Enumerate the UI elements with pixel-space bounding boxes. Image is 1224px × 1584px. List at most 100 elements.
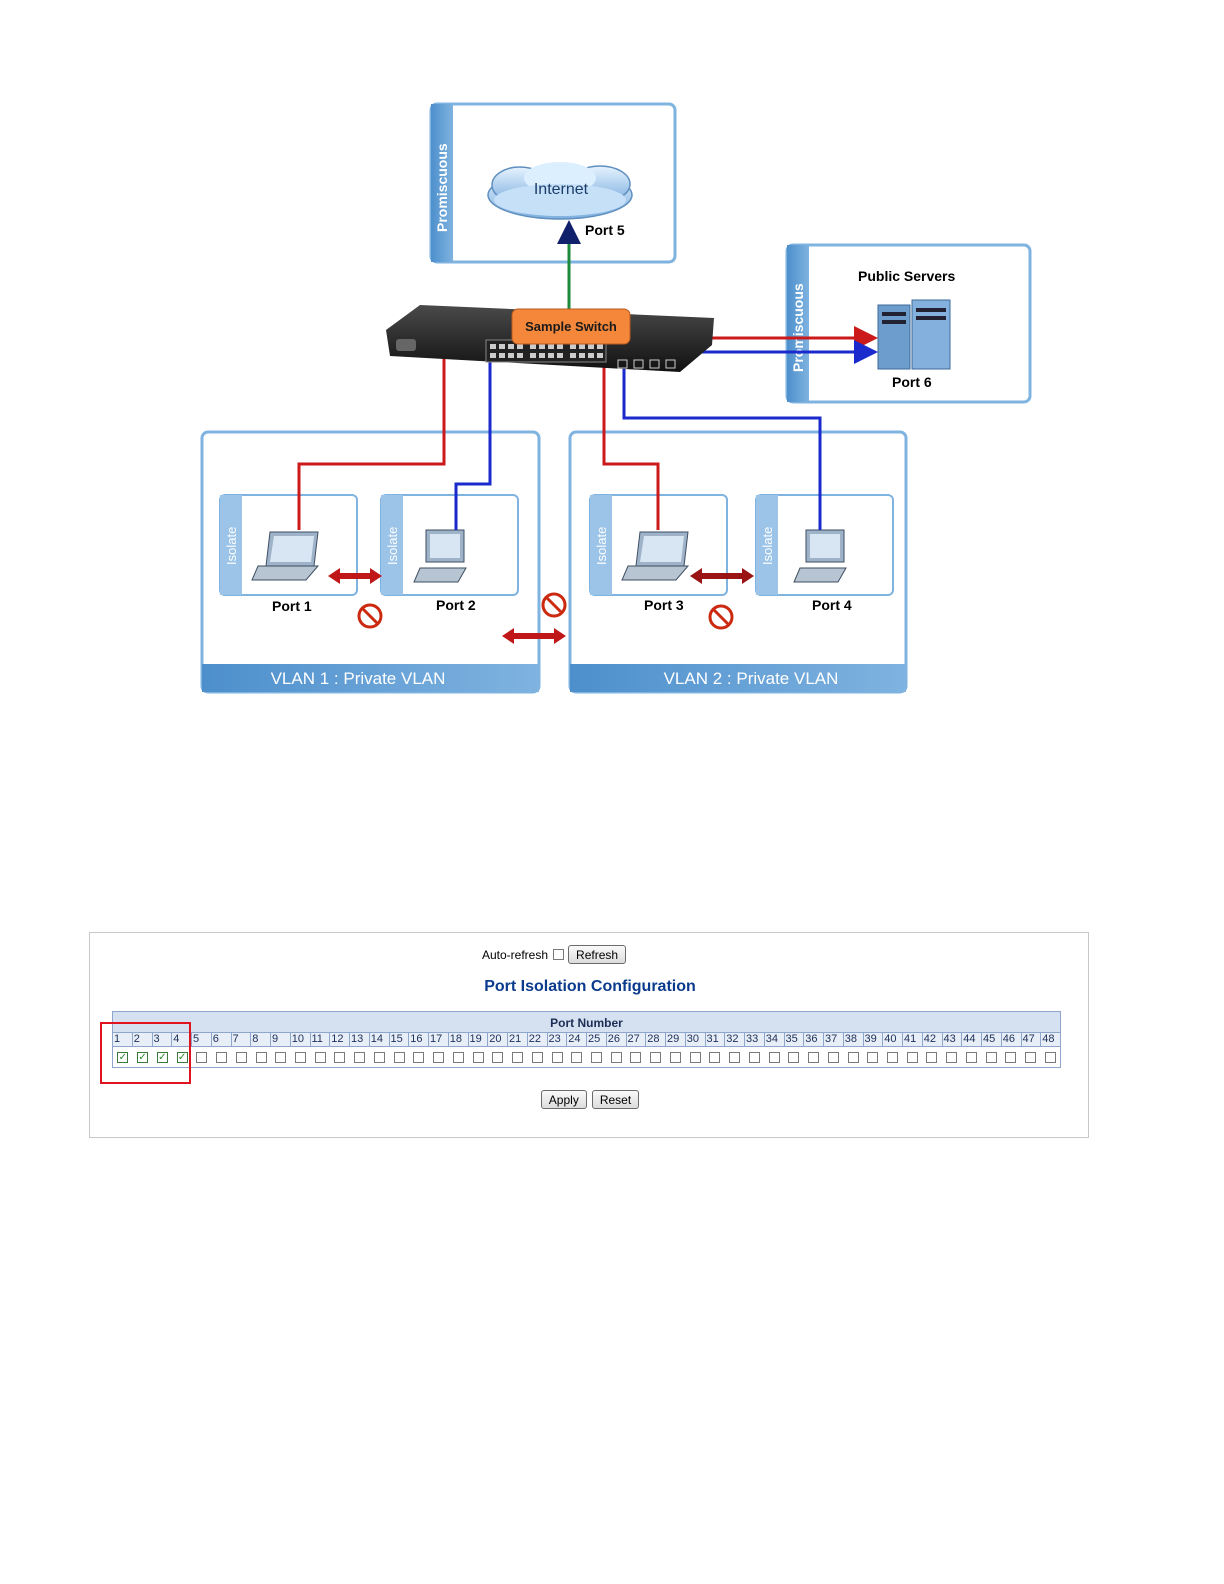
port-checkbox-cell (981, 1047, 1001, 1067)
port-isolation-checkbox[interactable] (669, 1051, 681, 1063)
port-checkbox-cell (745, 1047, 765, 1067)
port-isolation-checkbox[interactable] (196, 1051, 208, 1063)
switch-label: Sample Switch (525, 319, 617, 334)
port-isolation-checkbox[interactable]: ✓ (176, 1051, 188, 1063)
port-number-cell: 12 (330, 1033, 350, 1046)
port-checkbox-row: ✓ ✓ ✓ ✓ (113, 1047, 1060, 1067)
auto-refresh-checkbox[interactable] (553, 949, 565, 960)
port-checkbox-cell (725, 1047, 745, 1067)
port-isolation-checkbox[interactable] (314, 1051, 326, 1063)
port3-label: Port 3 (644, 597, 684, 613)
port-isolation-checkbox[interactable] (216, 1051, 228, 1063)
isolate-label-2: Isolate (385, 527, 400, 565)
port-isolation-checkbox[interactable] (294, 1051, 306, 1063)
port-isolation-checkbox[interactable]: ✓ (117, 1051, 129, 1063)
isolate-label-3: Isolate (594, 527, 609, 565)
server-icon (877, 299, 951, 370)
port-isolation-checkbox[interactable] (729, 1051, 741, 1063)
port-isolation-checkbox[interactable] (571, 1051, 583, 1063)
port-isolation-checkbox[interactable] (452, 1051, 464, 1063)
port-isolation-checkbox[interactable] (531, 1051, 543, 1063)
port-number-cell: 6 (211, 1033, 232, 1046)
internet-label: Internet (534, 181, 589, 198)
port-number-cell: 19 (468, 1033, 489, 1046)
port-number-cell: 29 (666, 1033, 686, 1046)
port-number-cell: 21 (508, 1033, 528, 1046)
port-isolation-checkbox[interactable] (847, 1051, 859, 1063)
port-number-cell: 28 (646, 1033, 666, 1046)
port-isolation-checkbox[interactable] (393, 1051, 405, 1063)
vlan2-label: VLAN 2 : Private VLAN (664, 669, 839, 688)
port-checkbox-cell (1021, 1047, 1041, 1067)
port-isolation-checkbox[interactable] (946, 1051, 958, 1063)
desktop-computer-icon (793, 529, 847, 583)
port-isolation-checkbox[interactable] (354, 1051, 366, 1063)
port-isolation-checkbox[interactable] (985, 1051, 997, 1063)
port-isolation-checkbox[interactable] (630, 1051, 642, 1063)
port-number-cell: 11 (310, 1033, 331, 1046)
port-checkbox-cell (291, 1047, 311, 1067)
port-isolation-checkbox[interactable] (689, 1051, 701, 1063)
port1-label: Port 1 (272, 598, 312, 614)
port-isolation-checkbox[interactable] (610, 1051, 622, 1063)
port-isolation-checkbox[interactable] (590, 1051, 602, 1063)
port-isolation-checkbox[interactable] (965, 1051, 977, 1063)
port-number-cell: 42 (922, 1033, 943, 1046)
port-isolation-checkbox[interactable] (275, 1051, 287, 1063)
port-isolation-checkbox[interactable] (255, 1051, 267, 1063)
reset-button[interactable]: Reset (591, 1090, 640, 1109)
port-isolation-checkbox[interactable] (827, 1051, 839, 1063)
refresh-button[interactable]: Refresh (568, 945, 627, 964)
port-isolation-checkbox[interactable] (926, 1051, 938, 1063)
port-isolation-checkbox[interactable] (1044, 1051, 1056, 1063)
port-number-cell: 5 (192, 1033, 212, 1046)
port6-label: Port 6 (892, 374, 932, 390)
port5-label: Port 5 (585, 222, 625, 238)
promiscuous-label-right: Promiscuous (790, 283, 806, 372)
port-isolation-checkbox[interactable]: ✓ (156, 1051, 168, 1063)
port2-label: Port 2 (436, 597, 476, 613)
port-isolation-checkbox[interactable] (235, 1051, 247, 1063)
port-isolation-checkbox[interactable] (887, 1051, 898, 1063)
port-checkbox-cell (685, 1047, 705, 1067)
port-checkbox-cell (389, 1047, 409, 1067)
port-isolation-checkbox[interactable] (788, 1051, 800, 1063)
port-isolation-checkbox[interactable] (650, 1051, 662, 1063)
apply-button[interactable]: Apply (540, 1090, 587, 1109)
port-checkbox-cell (784, 1047, 804, 1067)
port-isolation-checkbox[interactable]: ✓ (137, 1051, 149, 1063)
port-number-cell: 41 (903, 1033, 923, 1046)
auto-refresh-label: Auto-refresh (482, 947, 549, 962)
isolate-label-1: Isolate (224, 527, 239, 565)
port-isolation-checkbox[interactable] (1025, 1051, 1037, 1063)
port-isolation-checkbox[interactable] (413, 1051, 425, 1063)
port-isolation-checkbox[interactable] (1005, 1051, 1017, 1063)
port-number-cell: 14 (369, 1033, 390, 1046)
port-checkbox-cell (192, 1047, 212, 1067)
port-isolation-checkbox[interactable] (492, 1051, 504, 1063)
port-isolation-checkbox[interactable] (768, 1051, 780, 1063)
port-isolation-checkbox[interactable] (867, 1051, 879, 1063)
port-isolation-checkbox[interactable] (748, 1051, 760, 1063)
port-number-cell: 2 (132, 1033, 153, 1046)
port-number-cell: 16 (409, 1033, 429, 1046)
port-isolation-checkbox[interactable] (472, 1051, 484, 1063)
port-isolation-checkbox[interactable] (512, 1051, 524, 1063)
port-checkbox-cell (527, 1047, 547, 1067)
port-isolation-checkbox[interactable] (551, 1051, 563, 1063)
port-number-cell: 44 (962, 1033, 982, 1046)
port-isolation-panel: Auto-refresh Refresh Port Isolation Conf… (89, 932, 1089, 1138)
port-checkbox-cell: ✓ (172, 1047, 192, 1067)
port-isolation-checkbox[interactable] (709, 1051, 721, 1063)
port-checkbox-cell (508, 1047, 528, 1067)
port-number-cell: 31 (705, 1033, 726, 1046)
port-isolation-checkbox[interactable] (433, 1051, 445, 1063)
vlan1-box: VLAN 1 : Private VLAN Isolate Isolate Po… (200, 430, 541, 694)
port-isolation-checkbox[interactable] (808, 1051, 820, 1063)
port-isolation-checkbox[interactable] (334, 1051, 346, 1063)
port-isolation-checkbox[interactable] (906, 1051, 918, 1063)
prohibited-icon (541, 592, 567, 618)
port-isolation-checkbox[interactable] (373, 1051, 385, 1063)
